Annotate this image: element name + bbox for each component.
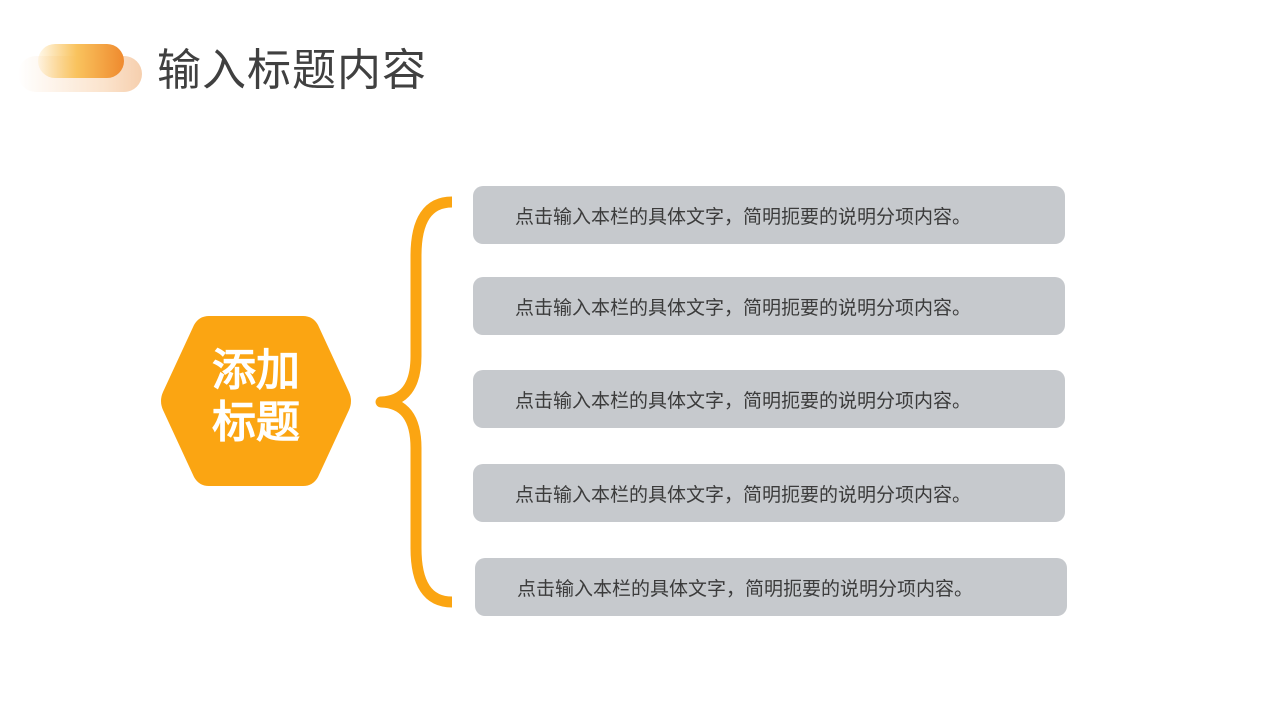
decoration-front-pill	[38, 44, 124, 78]
curly-brace-connector	[375, 196, 453, 608]
item-box-2[interactable]: 点击输入本栏的具体文字，简明扼要的说明分项内容。	[473, 277, 1065, 335]
item-text: 点击输入本栏的具体文字，简明扼要的说明分项内容。	[515, 389, 972, 412]
center-label-line2: 标题	[212, 397, 300, 448]
item-box-4[interactable]: 点击输入本栏的具体文字，简明扼要的说明分项内容。	[473, 464, 1065, 522]
item-text: 点击输入本栏的具体文字，简明扼要的说明分项内容。	[515, 205, 972, 228]
item-box-3[interactable]: 点击输入本栏的具体文字，简明扼要的说明分项内容。	[473, 370, 1065, 428]
item-text: 点击输入本栏的具体文字，简明扼要的说明分项内容。	[515, 296, 972, 319]
item-text: 点击输入本栏的具体文字，简明扼要的说明分项内容。	[517, 577, 974, 600]
item-box-1[interactable]: 点击输入本栏的具体文字，简明扼要的说明分项内容。	[473, 186, 1065, 244]
item-box-5[interactable]: 点击输入本栏的具体文字，简明扼要的说明分项内容。	[475, 558, 1067, 616]
center-node-label[interactable]: 添加 标题	[157, 345, 355, 449]
title-decoration	[0, 40, 150, 100]
item-text: 点击输入本栏的具体文字，简明扼要的说明分项内容。	[515, 483, 972, 506]
center-label-line1: 添加	[212, 345, 300, 396]
hexagon-shape	[161, 316, 351, 486]
page-title[interactable]: 输入标题内容	[157, 45, 427, 96]
